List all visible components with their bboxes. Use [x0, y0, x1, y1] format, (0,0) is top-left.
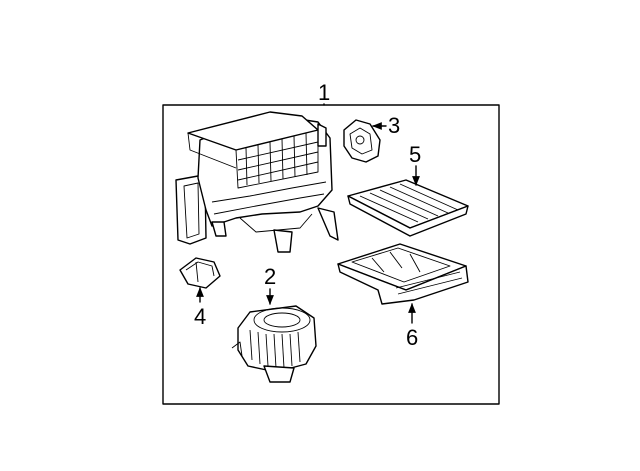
- callout-6-label: 6: [406, 325, 418, 350]
- assembly-frame: [162, 104, 500, 405]
- hvac-housing: [175, 111, 339, 253]
- callout-1-label: 1: [318, 80, 330, 105]
- callout-3-label: 3: [388, 113, 400, 138]
- callout-1: 1: [318, 80, 330, 106]
- filter-5: 5: [347, 142, 469, 237]
- callout-5-label: 5: [409, 142, 421, 167]
- filter-6: 6: [337, 243, 469, 350]
- blower-motor-2: 2: [231, 264, 317, 383]
- callout-2-label: 2: [264, 264, 276, 289]
- part-4-resistor: 4: [179, 257, 221, 329]
- callout-4-label: 4: [194, 304, 206, 329]
- part-3-actuator: 3: [343, 113, 400, 163]
